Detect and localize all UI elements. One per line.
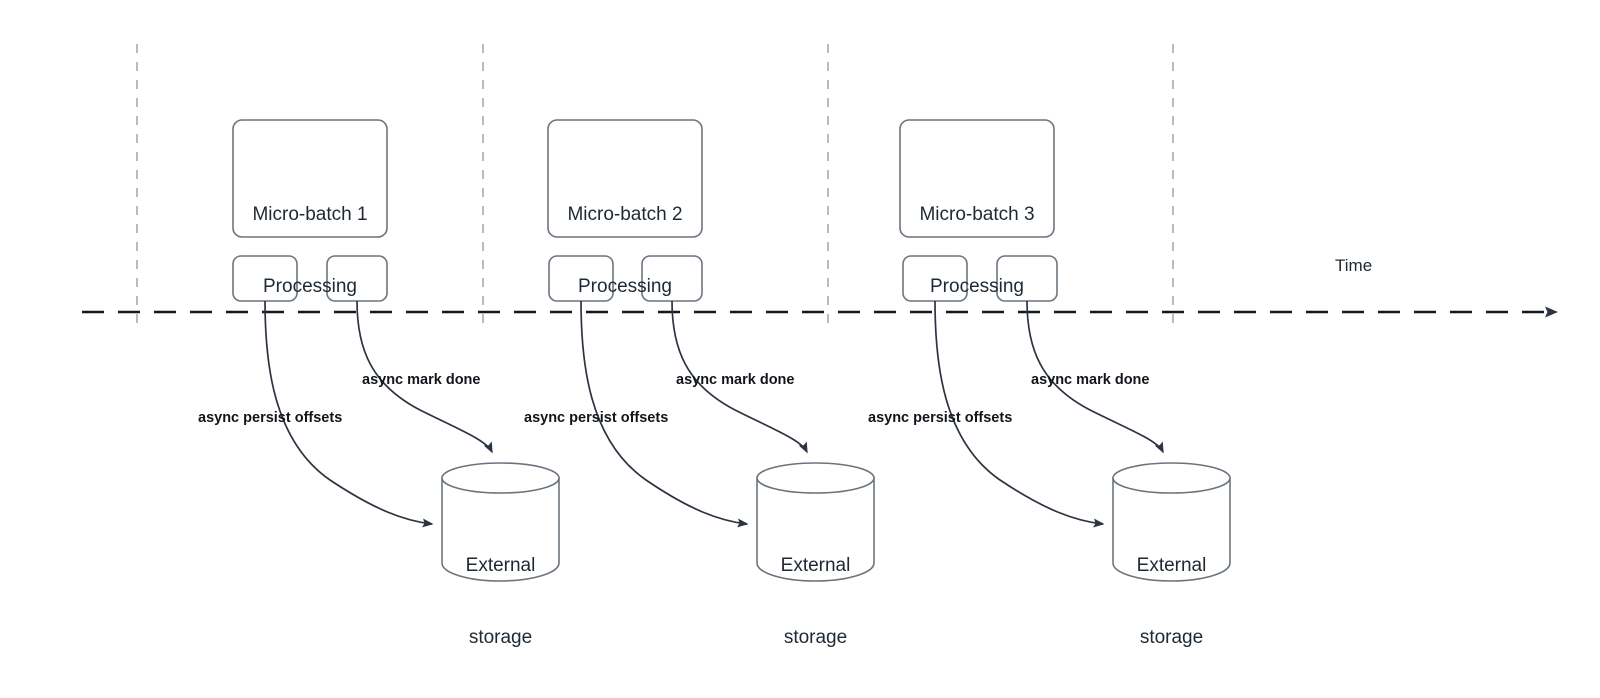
- edge-label-1-mark-done: async mark done: [362, 372, 481, 388]
- task-box-1-mark[interactable]: [326, 255, 388, 302]
- edge-label-3-mark-done: async mark done: [1031, 372, 1150, 388]
- group-1: [232, 119, 560, 582]
- edge-3-persist-offsets: [934, 300, 1105, 528]
- microbatch-box-1[interactable]: [232, 119, 388, 238]
- edge-1-persist-offsets: [264, 300, 434, 528]
- group-2: [547, 119, 875, 582]
- diagram-svg: [82, 44, 1558, 582]
- edge-label-3-persist-offsets: async persist offsets: [868, 410, 1013, 426]
- diagram-canvas: Micro-batch 1 Processing External storag…: [82, 44, 1558, 648]
- microbatch-box-2[interactable]: [547, 119, 703, 238]
- task-box-2-mark[interactable]: [641, 255, 703, 302]
- task-box-3-persist[interactable]: [902, 255, 968, 302]
- external-storage-1[interactable]: [441, 462, 560, 582]
- task-box-2-persist[interactable]: [548, 255, 614, 302]
- microbatch-box-3[interactable]: [899, 119, 1055, 238]
- task-box-1-persist[interactable]: [232, 255, 298, 302]
- edge-2-persist-offsets: [580, 300, 749, 528]
- group-3: [899, 119, 1231, 582]
- external-storage-2[interactable]: [756, 462, 875, 582]
- time-axis-label: Time: [1335, 256, 1373, 275]
- edge-1-mark-done: [356, 300, 493, 454]
- edge-label-1-persist-offsets: async persist offsets: [198, 410, 343, 426]
- guide-lines: [136, 44, 1174, 330]
- edge-label-2-persist-offsets: async persist offsets: [524, 410, 669, 426]
- edge-3-mark-done: [1026, 300, 1164, 454]
- external-storage-3[interactable]: [1112, 462, 1231, 582]
- edge-2-mark-done: [671, 300, 808, 454]
- edge-label-2-mark-done: async mark done: [676, 372, 795, 388]
- task-box-3-mark[interactable]: [996, 255, 1058, 302]
